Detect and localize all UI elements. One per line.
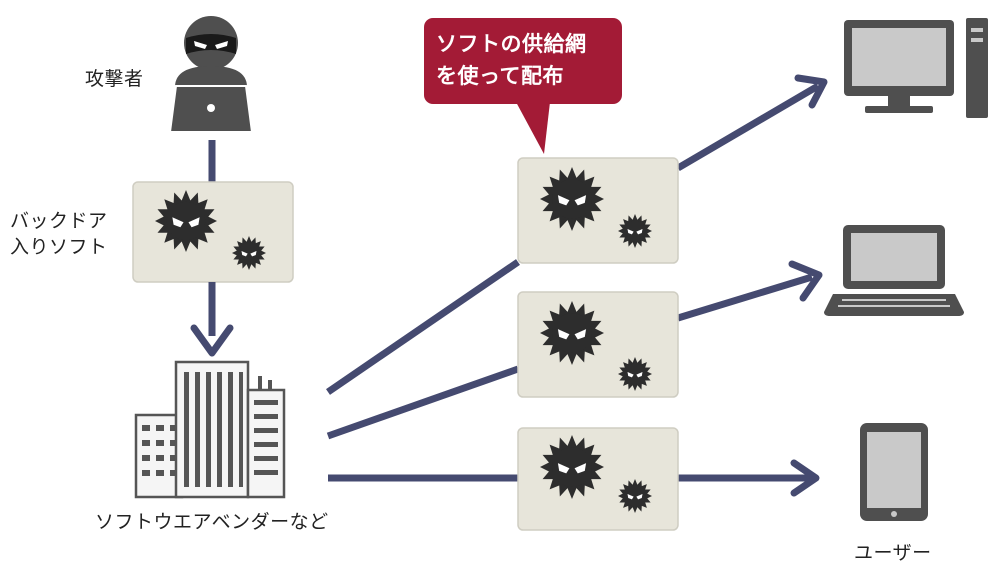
tablet-icon [860,423,928,521]
laptop-icon [824,225,964,316]
attacker-label: 攻撃者 [85,68,144,90]
arrow-to-desktop [676,74,828,172]
infected-software-card [517,157,679,264]
vendor-building-icon [134,360,286,499]
users-label: ユーザー [854,542,932,564]
infected-software-card [517,291,679,398]
backdoor-software-label: バックドア 入りソフト [10,210,108,258]
arrow-to-laptop [676,260,823,322]
attacker-icon [168,16,254,133]
virus-icon [155,190,217,252]
arrow-down [190,282,234,357]
distribution-line [326,259,520,395]
vendor-label: ソフトウエアベンダーなど [95,511,329,533]
arrow-to-tablet [678,459,820,497]
backdoor-software-card [132,181,294,283]
distribution-line [326,365,520,440]
infected-software-card [517,427,679,531]
virus-icon [232,236,266,270]
callout-text: ソフトの供給網 を使って配布 [436,32,587,88]
callout-bubble [424,18,622,154]
desktop-computer-icon [844,18,988,118]
